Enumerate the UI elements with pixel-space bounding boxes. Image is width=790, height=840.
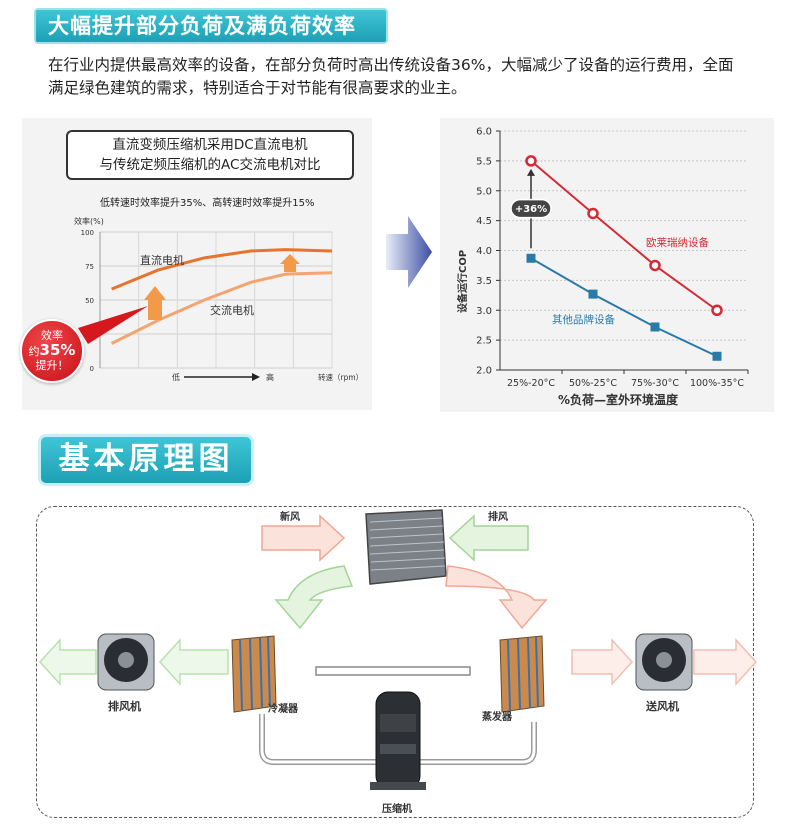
data-point-square: [712, 351, 722, 361]
section-title-principle: 基本原理图: [38, 434, 254, 486]
motor-comparison-caption: 直流变频压缩机采用DC直流电机 与传统定频压缩机的AC交流电机对比: [66, 130, 354, 180]
annotation-arrow-head: [527, 168, 535, 176]
evaporator-coil-icon: [499, 635, 545, 713]
improvement-up-arrow-low: [144, 286, 166, 320]
badge-pointer: [78, 306, 148, 344]
compressor-icon: [370, 691, 426, 790]
improvement-up-arrow-high: [280, 254, 300, 272]
annotation-text: +36%: [515, 204, 547, 215]
y-axis-label: 设备运行COP: [456, 250, 469, 313]
y-tick-label: 75: [85, 263, 94, 271]
transition-arrow-icon: [386, 216, 432, 288]
supply-out-arrow-icon: [693, 638, 758, 686]
x-axis-label: %负荷—室外环境温度: [558, 392, 679, 407]
data-point-circle: [649, 259, 661, 272]
badge-line-2: 约35%: [22, 343, 82, 359]
exhaust-fan-label: 排风机: [108, 699, 141, 713]
data-point-square: [588, 289, 598, 299]
data-point-circle: [525, 155, 537, 167]
badge-line-1: 效率: [41, 329, 63, 342]
fresh-air-label: 新风: [280, 510, 300, 523]
x-tick-label: 25%-20°C: [507, 378, 555, 389]
exhaust-out-arrow-icon: [38, 638, 97, 686]
badge-line-3: 提升！: [35, 359, 69, 372]
caption-line-2: 与传统定频压缩机的AC交流电机对比: [99, 157, 321, 173]
fresh-air-arrow-icon: [261, 514, 346, 562]
dc-motor-label: 直流电机: [140, 253, 184, 267]
exhaust-fan-icon: [97, 633, 155, 691]
intro-paragraph: 在行业内提供最高效率的设备，在部分负荷时高出传统设备36%，大幅减少了设备的运行…: [48, 56, 734, 97]
exhaust-in-arrow-icon: [158, 638, 229, 686]
data-point-circle: [587, 207, 599, 220]
y-tick-label: 100: [81, 229, 94, 237]
exhaust-air-arrow-icon: [448, 514, 529, 562]
x-tick-label: 100%-35°C: [690, 378, 744, 389]
x-tick-label: 75%-30°C: [631, 378, 679, 389]
data-point-square: [650, 322, 660, 332]
data-point-square: [526, 253, 536, 263]
section-title-efficiency: 大幅提升部分负荷及满负荷效率: [34, 8, 388, 44]
evaporator-label: 蒸发器: [482, 710, 513, 723]
supply-fan-label: 送风机: [645, 699, 679, 713]
y-tick-label: 3.0: [476, 306, 492, 317]
motor-efficiency-chart: 效率(%) 0255075100 直流电机 交流电机 低 高 转速（rpm）: [74, 216, 363, 382]
y-tick-label: 4.5: [476, 216, 492, 227]
series-line: [530, 257, 718, 358]
x-tick-low: 低: [172, 372, 180, 382]
annotation-pill: [510, 198, 552, 219]
supply-in-arrow-icon: [571, 638, 634, 686]
principle-diagram: 新风 排风 排风机 冷凝器 蒸发器 送风机: [38, 509, 758, 815]
right-curved-arrow-icon: [445, 565, 548, 630]
condenser-label: 冷凝器: [268, 702, 299, 715]
y-tick-label: 4.0: [476, 246, 492, 257]
y-tick-label: 2.0: [476, 366, 492, 377]
data-point-circle: [711, 304, 723, 316]
series-label-ours: 欧莱瑞纳设备: [646, 236, 709, 249]
y-tick-label: 5.5: [476, 156, 492, 167]
y-tick-label: 50: [85, 297, 94, 305]
badge-prefix: 约: [28, 345, 40, 358]
y-tick-label: 2.5: [476, 336, 492, 347]
heat-exchanger-core-icon: [365, 509, 447, 585]
right-chart-panel: [440, 118, 774, 412]
dc-motor-line: [111, 248, 333, 291]
y-axis-label: 效率(%): [74, 216, 104, 226]
series-label-others: 其他品牌设备: [552, 313, 615, 326]
condenser-coil-icon: [231, 635, 277, 713]
exhaust-air-label: 排风: [488, 510, 508, 523]
badge-value: 35%: [39, 341, 76, 359]
x-axis-label: 转速（rpm）: [318, 372, 363, 382]
cop-comparison-chart: 2.0 2.5 3.0 3.5 4.0 4.5 5.0 5.5 6.0 25%-20°C 50%-…: [456, 127, 749, 407]
efficiency-subnote: 低转速时效率提升35%、高转速时效率提升15%: [100, 198, 315, 209]
left-curved-arrow-icon: [274, 565, 354, 630]
ac-motor-line: [110, 271, 333, 345]
y-tick-label: 0: [90, 365, 94, 373]
y-tick-label: 5.0: [476, 186, 492, 197]
efficiency-badge: 效率 约35% 提升！: [20, 319, 84, 383]
y-tick-label: 6.0: [476, 127, 492, 138]
x-tick-label: 50%-25°C: [569, 378, 617, 389]
caption-line-1: 直流变频压缩机采用DC直流电机: [112, 137, 308, 153]
compressor-label: 压缩机: [382, 802, 412, 815]
x-tick-high: 高: [266, 372, 274, 382]
series-line: [530, 160, 718, 312]
y-tick-label: 3.5: [476, 276, 492, 287]
supply-fan-icon: [635, 633, 693, 691]
middle-pipe: [315, 666, 471, 676]
ac-motor-label: 交流电机: [210, 303, 254, 317]
